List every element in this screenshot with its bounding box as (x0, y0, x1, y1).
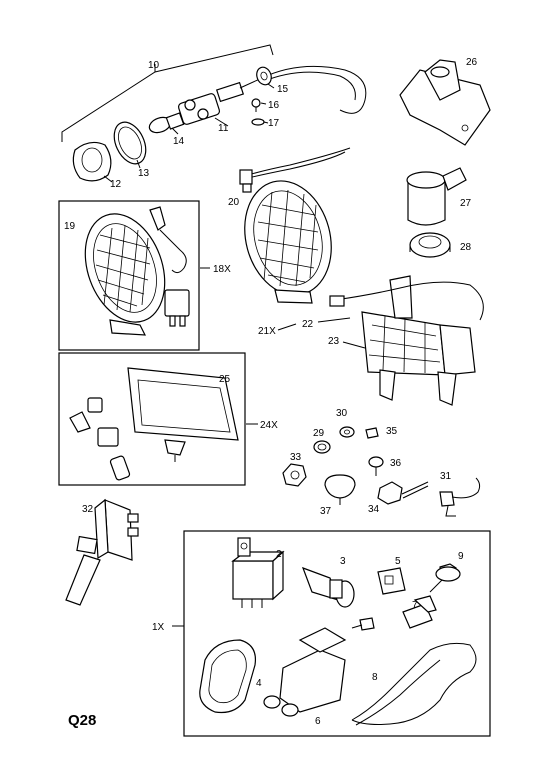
callout-labels: 10 26 15 16 17 11 14 13 12 20 27 28 19 1… (64, 57, 478, 729)
label-4: 4 (256, 678, 262, 689)
leader-23 (342, 341, 366, 349)
part-5-terminal (377, 567, 406, 595)
label-25: 25 (219, 374, 231, 385)
part-16-screw (251, 98, 267, 112)
label-23: 23 (328, 336, 340, 347)
part-2-relay (231, 537, 285, 608)
part-33-nut (282, 463, 307, 487)
label-37: 37 (320, 506, 332, 517)
part-37-grommet (324, 474, 356, 505)
part-23-fog-lamp (361, 275, 476, 406)
label-5: 5 (395, 556, 401, 567)
part-17-washer (251, 118, 269, 126)
label-3: 3 (340, 556, 346, 567)
part-lamp-center (244, 180, 332, 304)
label-13: 13 (138, 168, 150, 179)
part-4-gasket (199, 639, 257, 714)
part-13-seal-ring (113, 121, 147, 169)
part-11-bulb-holder (177, 81, 245, 127)
connector-fog (329, 295, 345, 307)
part-14-bulb (148, 112, 185, 135)
cable-fog (334, 281, 484, 321)
label-6: 6 (315, 716, 321, 727)
part-12-lens-cap (72, 141, 113, 183)
label-31: 31 (440, 471, 452, 482)
label-19: 19 (64, 221, 76, 232)
label-16: 16 (268, 100, 280, 111)
part-32-switch (65, 498, 139, 606)
group-18X-box (58, 200, 200, 351)
leader-21X (277, 323, 297, 331)
part-15-grommet (256, 66, 275, 89)
label-32: 32 (82, 504, 94, 515)
label-22: 22 (302, 319, 314, 330)
label-30: 30 (336, 408, 348, 419)
page-code: Q28 (68, 712, 96, 729)
label-9: 9 (458, 551, 464, 562)
label-8: 8 (372, 672, 378, 683)
label-7: 7 (412, 600, 418, 611)
label-24X: 24X (260, 420, 278, 431)
label-21X: 21X (258, 326, 276, 337)
label-28: 28 (460, 242, 472, 253)
label-29: 29 (313, 428, 325, 439)
group-24X-box (58, 352, 246, 486)
label-11: 11 (218, 123, 229, 134)
part-35-clip (365, 427, 379, 439)
label-26: 26 (466, 57, 478, 68)
cable-10b (261, 71, 356, 101)
part-24-switch-set (69, 397, 131, 481)
part-36-screw (368, 456, 384, 476)
label-12: 12 (110, 179, 122, 190)
part-19-lamp (84, 213, 166, 336)
group-10-bracket (61, 44, 274, 142)
label-36: 36 (390, 458, 402, 469)
part-screw-small (351, 617, 375, 631)
leader-22 (317, 317, 351, 323)
label-2: 2 (276, 549, 282, 560)
part-9-screw-washer (429, 563, 461, 593)
part-29-washer (313, 440, 331, 454)
part-18-wiring-bracket (149, 206, 190, 327)
label-14: 14 (173, 136, 185, 147)
part-28-ring (409, 232, 451, 258)
part-30-washer (339, 426, 355, 438)
part-27-cover (406, 167, 467, 226)
part-20-connector-wire (239, 147, 351, 193)
label-15: 15 (277, 84, 289, 95)
label-27: 27 (460, 198, 472, 209)
label-17: 17 (268, 118, 280, 129)
part-7-connector (402, 595, 437, 629)
part-3-switch (301, 566, 355, 608)
part-8-wire (351, 642, 477, 726)
label-1X: 1X (152, 622, 165, 633)
part-25-lamp (127, 367, 239, 462)
label-34: 34 (368, 504, 380, 515)
part-31-bulb-wire (439, 477, 481, 517)
label-20: 20 (228, 197, 240, 208)
part-6-housing (263, 627, 347, 717)
label-35: 35 (386, 426, 398, 437)
label-33: 33 (290, 452, 302, 463)
group-1X-box (183, 530, 491, 737)
part-26-bracket (399, 59, 491, 146)
label-10: 10 (148, 60, 160, 71)
label-18X: 18X (213, 264, 231, 275)
cable-10 (239, 65, 367, 114)
part-34-bolt (377, 481, 429, 505)
